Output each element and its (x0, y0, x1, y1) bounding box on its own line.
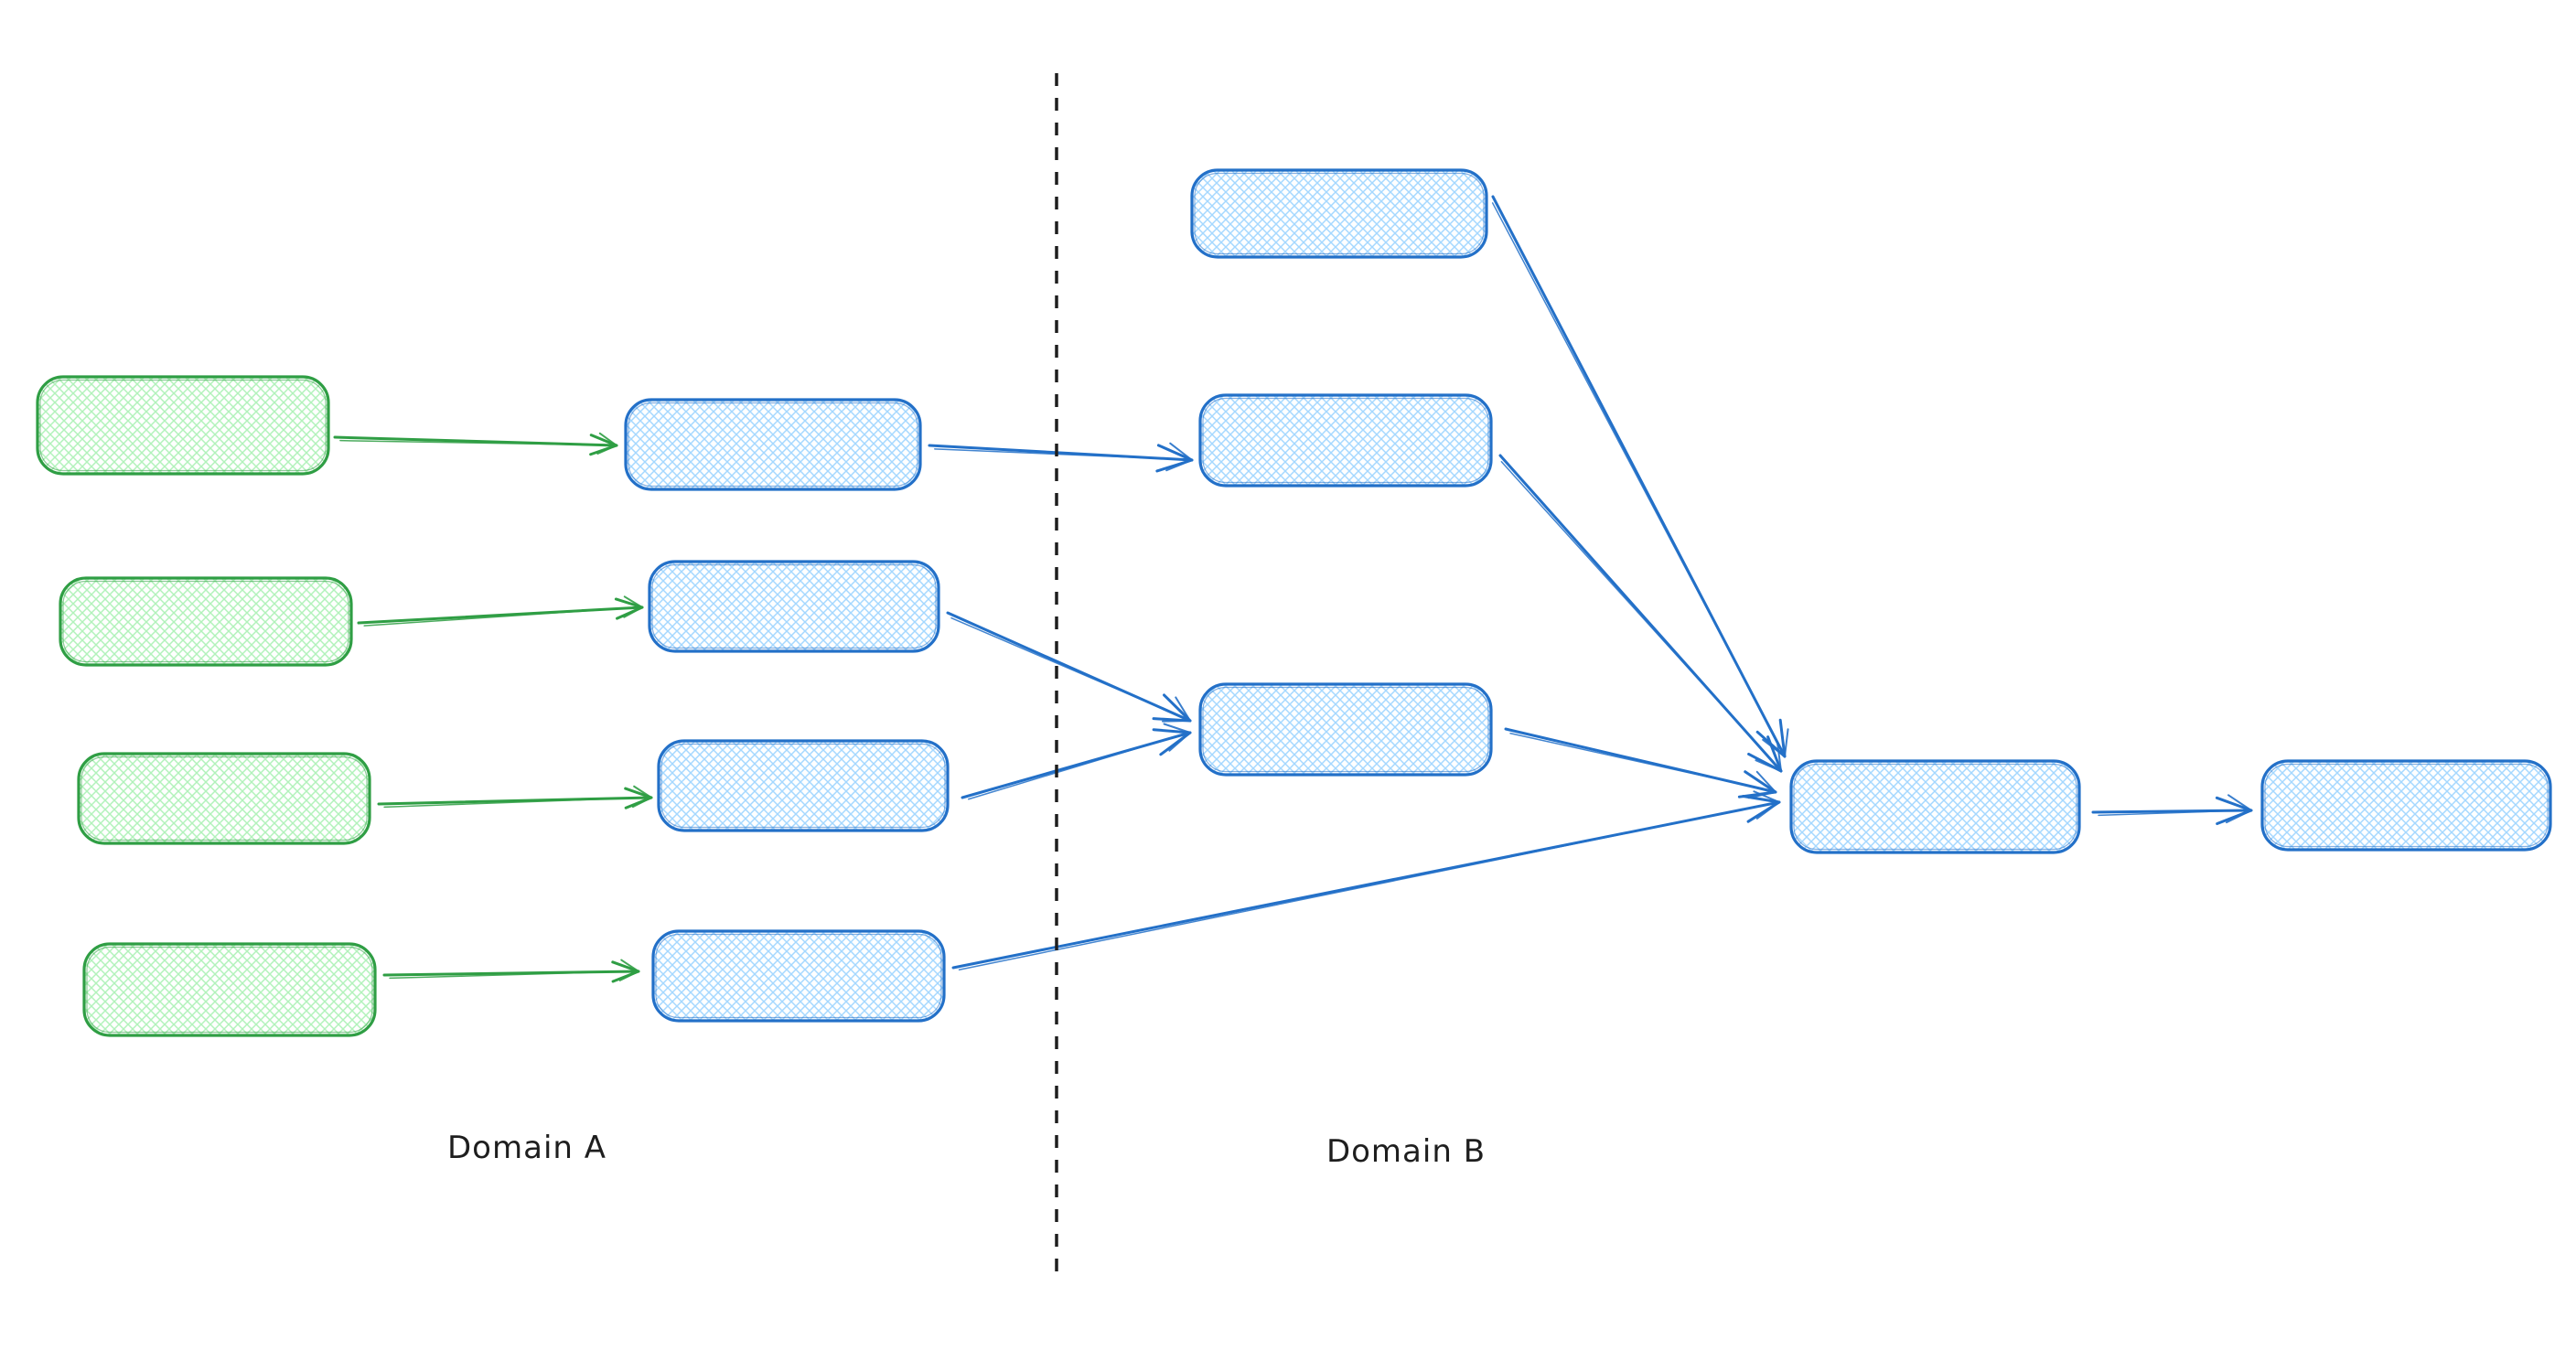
node-source-3 (77, 752, 371, 845)
edge-stage-a4-to-merge-node (951, 790, 1781, 971)
edge-stage-b3-to-merge-node (1504, 727, 1777, 799)
node-stage-a4 (651, 929, 946, 1023)
node-stage-a1 (624, 398, 922, 491)
node-source-1 (36, 375, 330, 476)
nodes-layer (36, 168, 2552, 1037)
edge-stage-a1-to-stage-b2 (928, 442, 1194, 473)
domain-b-label: Domain B (1326, 1133, 1486, 1170)
node-source-4 (82, 942, 377, 1037)
edge-source-4-to-stage-a4 (382, 959, 640, 983)
edge-stage-a3-to-stage-b3 (961, 723, 1192, 800)
node-output-node (2260, 759, 2552, 852)
edge-merge-node-to-output-node (2091, 794, 2253, 826)
edge-stage-a2-to-stage-b3 (946, 611, 1192, 723)
edge-stage-b1-to-merge-node (1491, 195, 1789, 758)
edge-source-2-to-stage-a2 (357, 595, 644, 627)
node-stage-b1 (1190, 168, 1488, 259)
node-stage-b2 (1198, 393, 1493, 488)
node-source-2 (59, 576, 353, 667)
edge-source-3-to-stage-a3 (377, 785, 653, 809)
edges-layer (333, 195, 2253, 983)
domain-a-label: Domain A (447, 1130, 606, 1166)
edge-stage-b2-to-merge-node (1498, 454, 1783, 773)
node-stage-a3 (657, 739, 950, 832)
edge-source-1-to-stage-a1 (333, 432, 618, 456)
node-merge-node (1789, 759, 2081, 854)
node-stage-b3 (1198, 682, 1493, 777)
node-stage-a2 (648, 560, 940, 653)
